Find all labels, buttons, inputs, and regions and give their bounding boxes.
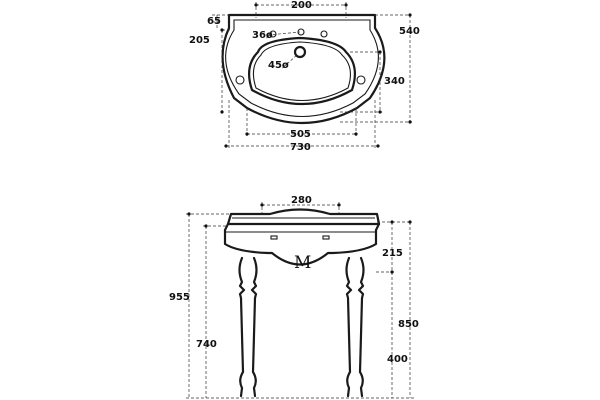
waste-hole [293, 45, 307, 59]
label-200: 200 [291, 0, 312, 11]
label-850: 850 [398, 319, 419, 330]
dim-dots-top [220, 3, 412, 148]
leg-left [238, 256, 258, 398]
dim-line-215 [376, 222, 396, 273]
label-45: 45ø [268, 60, 289, 71]
dim-line-730 [226, 100, 378, 150]
logo-letter: M [294, 253, 311, 273]
dim-line-850 [377, 221, 412, 398]
label-400: 400 [387, 354, 408, 365]
dim-line-740 [203, 225, 228, 398]
leader-36 [267, 31, 301, 36]
label-65: 65 [207, 16, 221, 27]
top-view: 200 65 205 36ø 45ø 540 340 505 730 [189, 0, 420, 153]
tap-hole-right [320, 30, 328, 38]
label-505: 505 [290, 129, 311, 140]
tap-hole [269, 30, 277, 38]
label-215: 215 [382, 248, 403, 259]
label-340: 340 [384, 76, 405, 87]
basin-outline [221, 13, 386, 124]
overflow-slot-left [270, 235, 278, 240]
front-view: M 280 215 955 850 740 400 [169, 195, 419, 399]
label-36: 36ø [252, 30, 273, 41]
fixing-hole-right [356, 75, 366, 85]
dim-line-955 [186, 213, 231, 398]
basin-inner-rim [225, 19, 379, 117]
overflow-slot-right [322, 235, 330, 240]
bowl-inner [252, 41, 351, 101]
label-730: 730 [290, 142, 311, 153]
label-955: 955 [169, 292, 190, 303]
leader-45 [286, 53, 299, 65]
label-740: 740 [196, 339, 217, 350]
fixing-hole-left [235, 75, 245, 85]
dim-dots-front [187, 203, 412, 274]
dim-line-65 [212, 14, 229, 30]
dim-line-540 [340, 14, 412, 123]
label-205: 205 [189, 35, 210, 46]
bowl-outline [247, 36, 357, 105]
basin-body [223, 222, 381, 266]
label-280: 280 [291, 195, 312, 206]
label-540: 540 [399, 26, 420, 37]
basin-top-slab [226, 208, 381, 226]
leg-right [345, 256, 365, 398]
